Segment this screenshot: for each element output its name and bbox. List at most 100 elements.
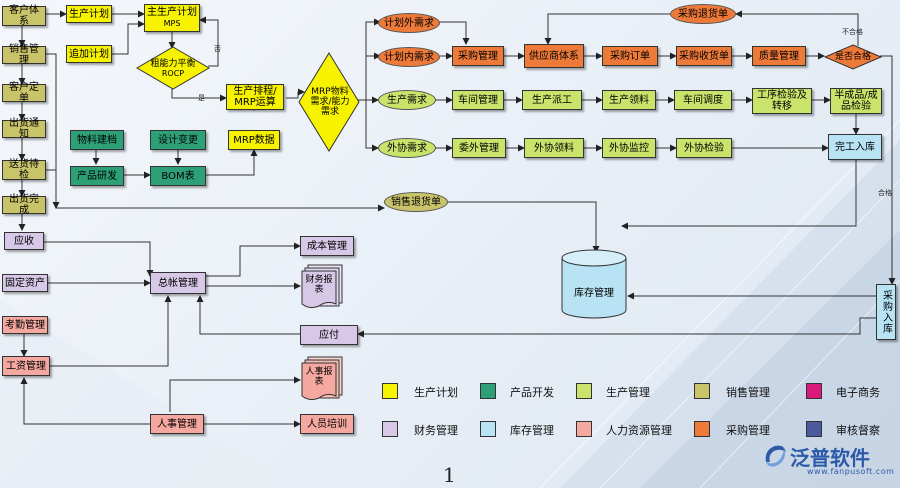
shipping-notice-label: 出货通知 — [9, 118, 39, 140]
outsource-issue-box[interactable]: 外协领料 — [524, 138, 584, 158]
material-bom-box[interactable]: 物料建档 — [70, 130, 124, 150]
material-bom-label: 物料建档 — [77, 134, 117, 146]
master-plan-box[interactable]: 主生产计划 MPS — [144, 4, 200, 32]
mrp-data-label: MRP数据 — [233, 134, 275, 146]
warehouse-text: 库存管理 — [562, 286, 626, 302]
outsource-inspect-box[interactable]: 外协检验 — [676, 138, 732, 158]
outsource-mgmt-box[interactable]: 委外管理 — [452, 138, 506, 158]
capacity-balance-diamond[interactable] — [136, 46, 210, 90]
supplier-system-box[interactable]: 供应商体系 — [524, 44, 584, 68]
logo-url: www.fanpusoft.com — [807, 467, 895, 476]
purchase-return-label: 采购退货单 — [678, 8, 728, 20]
payroll-label: 工资管理 — [6, 360, 46, 372]
legend-label-production-plan: 生产计划 — [414, 386, 458, 399]
add-plan-box[interactable]: 追加计划 — [66, 45, 112, 63]
production-plan-box[interactable]: 生产计划 — [66, 5, 112, 23]
shipping-notice-box[interactable]: 出货通知 — [2, 118, 46, 140]
internal-plan-pill[interactable]: 计划内需求 — [378, 47, 440, 67]
staff-training-box[interactable]: 人员培训 — [300, 414, 354, 434]
semi-finished-inspection-label: 半成品/成品检验 — [834, 90, 878, 112]
outsource-monitor-label: 外协监控 — [609, 142, 649, 154]
hr-mgmt-box[interactable]: 人事管理 — [150, 414, 204, 434]
financial-report-doc[interactable] — [300, 264, 344, 310]
capacity-balance-sub: ROCP — [161, 69, 185, 78]
purchase-storage-box[interactable]: 采购入库 — [876, 284, 896, 340]
customer-order-label: 客户定单 — [9, 82, 39, 104]
staff-training-label: 人员培训 — [307, 418, 347, 430]
legend-label-audit: 审核督察 — [836, 424, 880, 437]
workshop-dispatch-label: 车间调度 — [683, 94, 723, 106]
delivery-inspect-box[interactable]: 送货待检 — [2, 159, 46, 181]
shipping-done-label: 出货完成 — [9, 194, 39, 216]
shipping-done-box[interactable]: 出货完成 — [2, 194, 46, 216]
completion-storage-box[interactable]: 完工入库 — [828, 134, 882, 160]
bom-table-box[interactable]: BOM表 — [150, 166, 206, 186]
legend-swatch-ecommerce — [806, 383, 822, 399]
design-change-label: 设计变更 — [158, 134, 198, 146]
cost-mgmt-box[interactable]: 成本管理 — [300, 236, 354, 256]
sales-return-pill[interactable]: 销售退货单 — [384, 192, 448, 212]
fixed-assets-box[interactable]: 固定资产 — [2, 274, 48, 292]
legend-label-finance: 财务管理 — [414, 424, 458, 437]
capacity-balance-text: 粗能力平衡 ROCP — [140, 58, 206, 80]
attendance-box[interactable]: 考勤管理 — [2, 316, 48, 334]
workshop-mgmt-box[interactable]: 车间管理 — [452, 90, 504, 110]
legend-label-ecommerce: 电子商务 — [836, 386, 880, 399]
completion-storage-label: 完工入库 — [835, 141, 875, 153]
purchase-receipt-label: 采购收货单 — [679, 50, 729, 62]
mrp-diamond-label: MRP物料需求/能力需求 — [310, 87, 350, 117]
purchase-mgmt-label: 采购管理 — [458, 50, 498, 62]
outsource-demand-pill[interactable]: 外协需求 — [378, 138, 436, 158]
legend-swatch-audit — [806, 421, 822, 437]
sales-mgmt-box[interactable]: 销售管理 — [2, 44, 46, 66]
general-ledger-box[interactable]: 总帐管理 — [150, 272, 206, 294]
capacity-balance-label: 粗能力平衡 — [150, 59, 196, 69]
master-plan-sub: MPS — [163, 19, 181, 28]
master-plan-label: 主生产计划 — [147, 7, 197, 18]
internal-plan-label: 计划内需求 — [384, 51, 434, 63]
customer-system-box[interactable]: 客户体系 — [2, 5, 46, 27]
purchase-receipt-box[interactable]: 采购收货单 — [676, 46, 732, 66]
outsource-inspect-label: 外协检验 — [684, 142, 724, 154]
product-rd-label: 产品研发 — [77, 170, 117, 182]
mrp-data-box[interactable]: MRP数据 — [228, 130, 280, 150]
delivery-inspect-label: 送货待检 — [9, 159, 39, 181]
scheduling-box[interactable]: 生产排程/ MRP运算 — [226, 84, 284, 110]
receivable-box[interactable]: 应收 — [4, 232, 44, 250]
qualified-check-label: 是否合格 — [834, 52, 871, 62]
hr-report-doc[interactable] — [300, 356, 344, 402]
qualified-diamond-text: 是否合格 — [830, 50, 876, 64]
mrp-diamond[interactable] — [298, 52, 360, 152]
legend-label-product-dev: 产品开发 — [510, 386, 554, 399]
external-plan-pill[interactable]: 计划外需求 — [378, 13, 440, 33]
warehouse-cylinder[interactable] — [560, 248, 628, 320]
outsource-monitor-box[interactable]: 外协监控 — [602, 138, 656, 158]
legend-label-sales-mgmt: 销售管理 — [726, 386, 770, 399]
purchase-storage-label: 采购入库 — [880, 290, 892, 334]
receivable-label: 应收 — [14, 235, 34, 247]
payroll-box[interactable]: 工资管理 — [2, 356, 50, 376]
customer-order-box[interactable]: 客户定单 — [2, 82, 46, 104]
outsource-demand-label: 外协需求 — [387, 142, 427, 154]
production-dispatch-box[interactable]: 生产派工 — [522, 90, 582, 110]
scheduling-sub: MRP运算 — [234, 97, 276, 108]
legend-swatch-purchase — [694, 421, 710, 437]
page-number: 1 — [443, 463, 456, 487]
process-inspection-box[interactable]: 工序检验及转移 — [752, 88, 812, 114]
legend-swatch-production-plan — [382, 383, 398, 399]
production-demand-pill[interactable]: 生产需求 — [378, 90, 436, 110]
cost-mgmt-label: 成本管理 — [307, 240, 347, 252]
product-rd-box[interactable]: 产品研发 — [70, 166, 124, 186]
material-issue-box[interactable]: 生产领料 — [602, 90, 656, 110]
payable-box[interactable]: 应付 — [300, 325, 358, 345]
purchase-return-pill[interactable]: 采购退货单 — [670, 4, 736, 24]
quality-mgmt-box[interactable]: 质量管理 — [752, 46, 806, 66]
semi-finished-inspection-box[interactable]: 半成品/成品检验 — [830, 88, 882, 114]
purchase-order-box[interactable]: 采购订单 — [602, 46, 658, 66]
purchase-mgmt-box[interactable]: 采购管理 — [452, 46, 504, 66]
qualified-diamond[interactable] — [824, 44, 882, 70]
workshop-dispatch-box[interactable]: 车间调度 — [674, 90, 732, 110]
design-change-box[interactable]: 设计变更 — [150, 130, 206, 150]
production-plan-label: 生产计划 — [69, 8, 109, 20]
